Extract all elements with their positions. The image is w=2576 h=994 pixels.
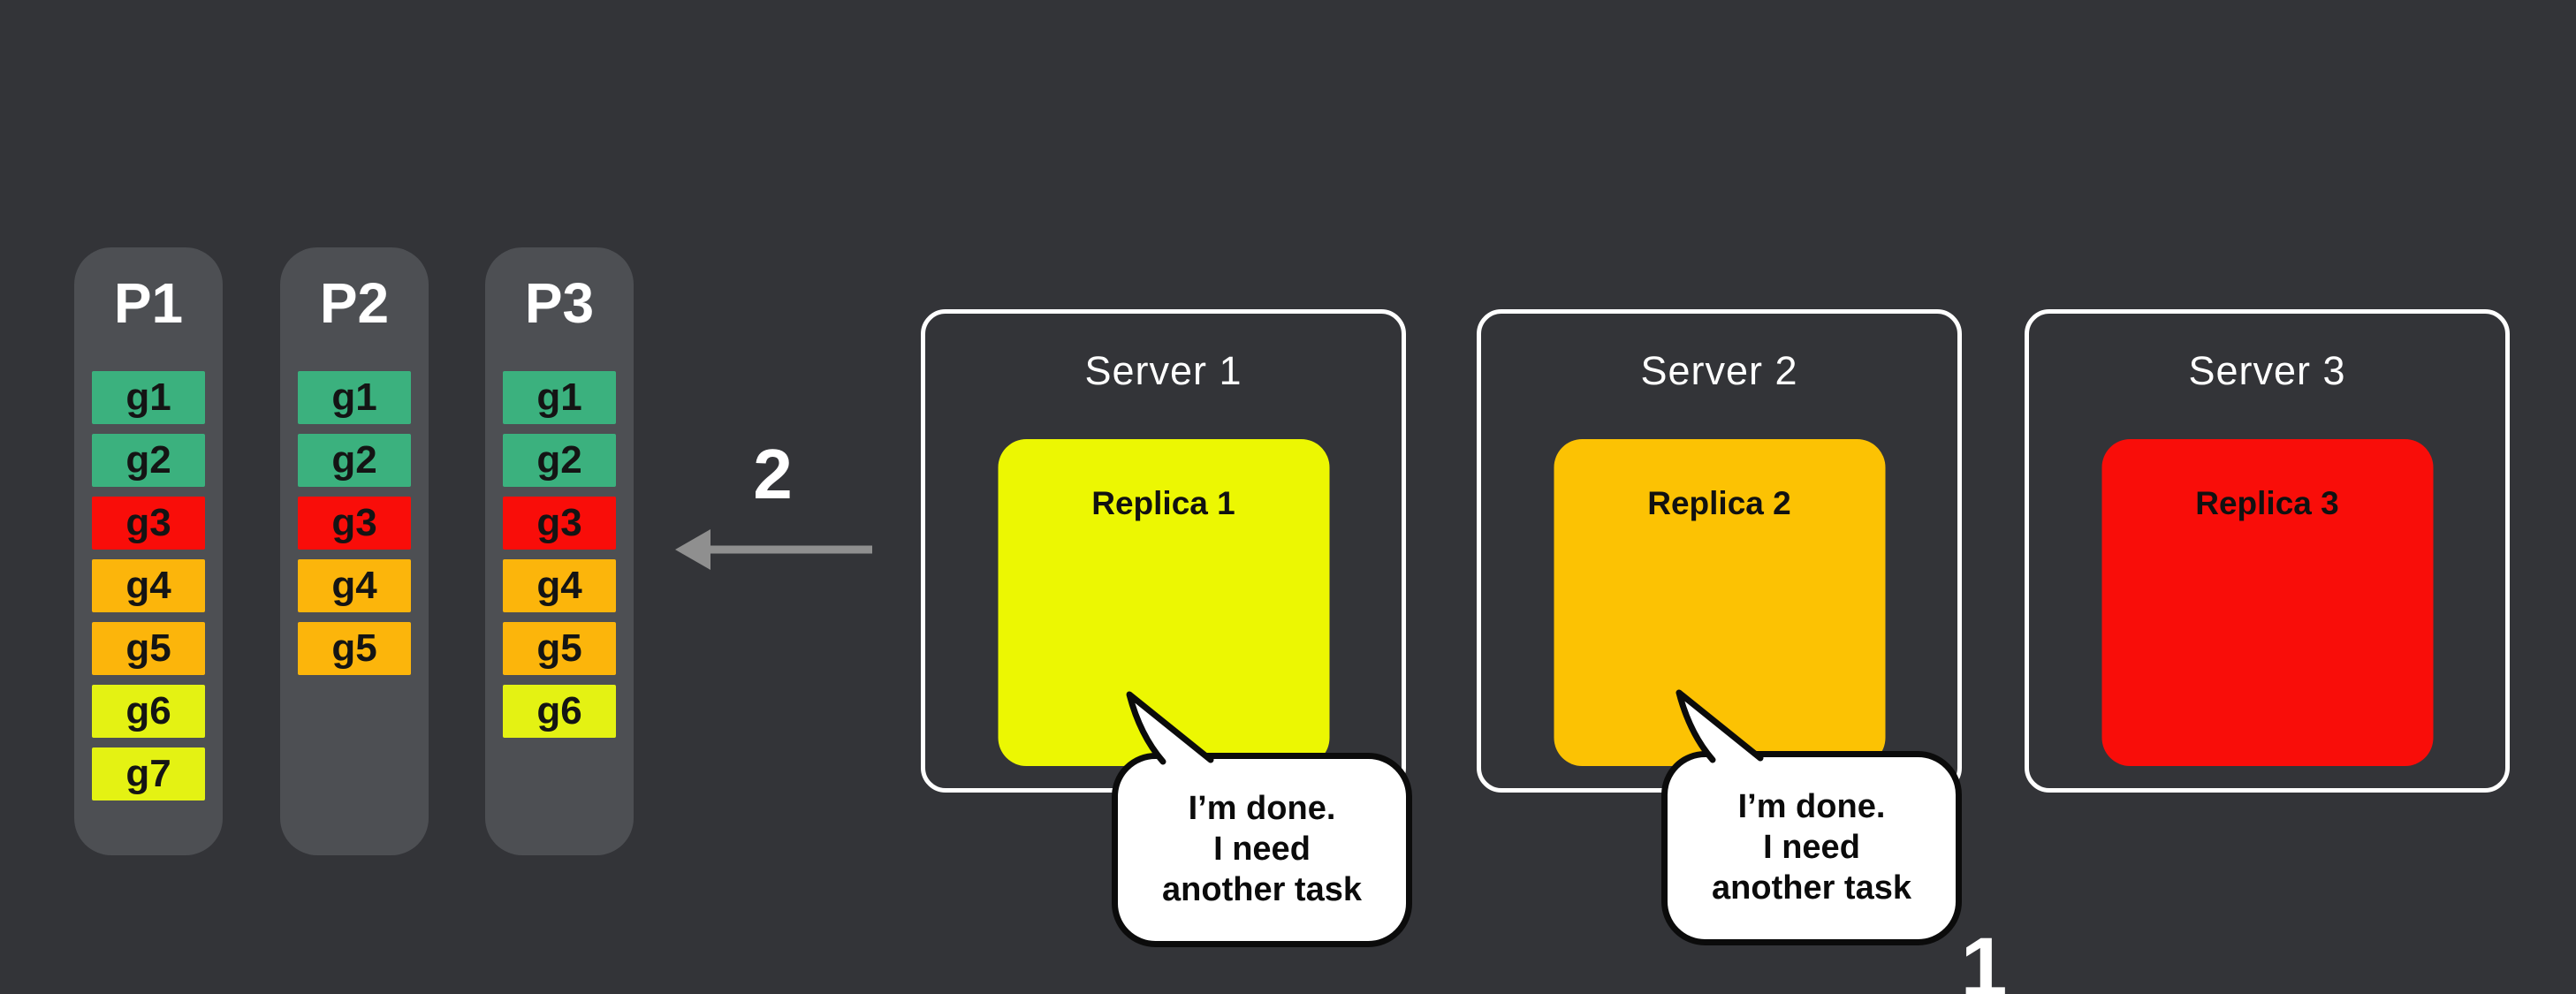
task-chip-g2: g2 (298, 434, 411, 487)
server-title: Server 1 (1084, 348, 1242, 393)
left-arrow-icon (675, 529, 872, 570)
replica-box-3: Replica 3 (2101, 439, 2433, 766)
bubble-line: I’m done. (1188, 790, 1336, 827)
task-chip-g6: g6 (92, 685, 205, 738)
speech-bubble-shape (1661, 689, 1962, 945)
partition-title: P3 (524, 271, 595, 335)
partition-column-p3: P3 g1 g2 g3 g4 g5 g6 (485, 247, 634, 855)
bubble-line: I need (1763, 829, 1860, 866)
replica-label: Replica 2 (1647, 485, 1791, 521)
partition-column-p2: P2 g1 g2 g3 g4 g5 (280, 247, 429, 855)
task-chip-g2: g2 (92, 434, 205, 487)
task-chip-g5: g5 (503, 622, 616, 675)
bubble-line: I need (1213, 831, 1311, 868)
speech-bubble-shape (1112, 691, 1412, 947)
task-chip-g4: g4 (298, 559, 411, 612)
replica-label: Replica 1 (1091, 485, 1235, 521)
partition-title: P2 (319, 271, 390, 335)
task-chip-g6: g6 (503, 685, 616, 738)
task-chip-g1: g1 (503, 371, 616, 424)
task-chip-g5: g5 (298, 622, 411, 675)
partition-column-p1: P1 g1 g2 g3 g4 g5 g6 g7 (74, 247, 223, 855)
replica-box-1: Replica 1 (998, 439, 1329, 766)
task-chip-g3: g3 (92, 497, 205, 550)
task-chip-g5: g5 (92, 622, 205, 675)
step-1-label: 1 (1960, 921, 2008, 994)
task-chip-g2: g2 (503, 434, 616, 487)
task-list: g1 g2 g3 g4 g5 g6 g7 (92, 371, 205, 801)
task-list: g1 g2 g3 g4 g5 (298, 371, 411, 675)
task-chip-g1: g1 (298, 371, 411, 424)
task-chip-g3: g3 (503, 497, 616, 550)
task-chip-g1: g1 (92, 371, 205, 424)
partition-title: P1 (113, 271, 184, 335)
bubble-line: another task (1712, 869, 1911, 907)
bubble-line: another task (1162, 871, 1362, 908)
server-title: Server 2 (1640, 348, 1798, 393)
server-box-3: Server 3 Replica 3 (2025, 309, 2510, 793)
task-list: g1 g2 g3 g4 g5 g6 (503, 371, 616, 738)
server-title: Server 3 (2188, 348, 2346, 393)
replica-box-2: Replica 2 (1554, 439, 1885, 766)
replica-label: Replica 3 (2195, 485, 2339, 521)
reassign-arrow: 2 (665, 437, 881, 583)
task-chip-g3: g3 (298, 497, 411, 550)
task-chip-g7: g7 (92, 747, 205, 801)
task-chip-g4: g4 (503, 559, 616, 612)
server-box-2: Server 2 Replica 2 (1477, 309, 1962, 793)
bubble-line: I’m done. (1737, 788, 1886, 825)
task-chip-g4: g4 (92, 559, 205, 612)
step-2-label: 2 (753, 435, 793, 513)
